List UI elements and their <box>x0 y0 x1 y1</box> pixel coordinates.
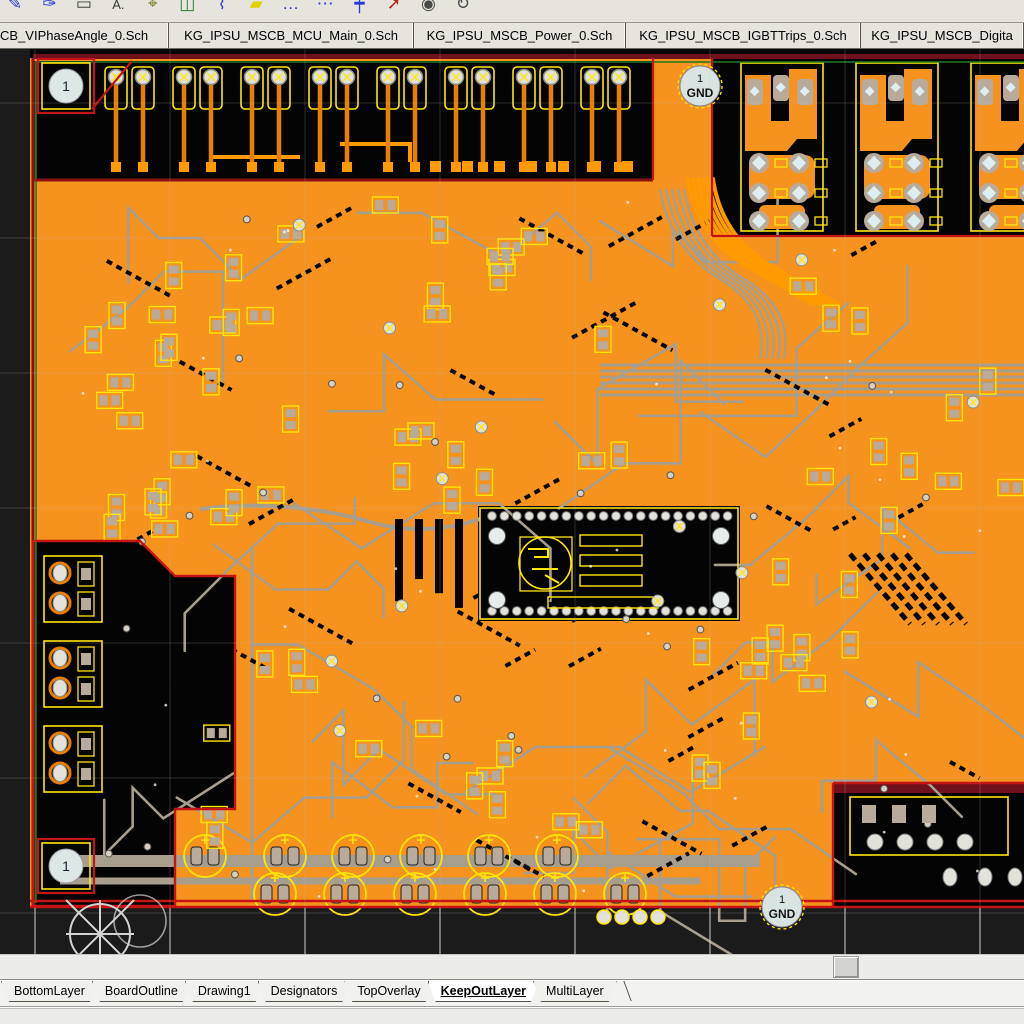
part-icon[interactable]: ◫ <box>179 0 196 13</box>
layer-tabbar: BottomLayer BoardOutline Drawing1 Design… <box>0 980 1024 1007</box>
tab-mcu-main[interactable]: KG_IPSU_MSCB_MCU_Main_0.Sch <box>169 23 414 48</box>
dip-socket <box>479 507 739 620</box>
highlight-icon[interactable]: ▰ <box>249 0 263 13</box>
scrollbar-thumb[interactable] <box>833 956 859 978</box>
layer-tab-boardoutline[interactable]: BoardOutline <box>92 981 191 1002</box>
layer-tab-drawing1[interactable]: Drawing1 <box>185 981 264 1002</box>
orange-traces <box>210 142 840 306</box>
ellipsis-icon[interactable]: … <box>282 0 300 13</box>
cross-icon[interactable]: ┿ <box>354 0 365 13</box>
hole-designator-top-left: 1 <box>62 78 70 94</box>
document-tabbar: CB_VIPhaseAngle_0.Sch KG_IPSU_MSCB_MCU_M… <box>0 23 1024 49</box>
tab-power[interactable]: KG_IPSU_MSCB_Power_0.Sch <box>414 23 626 48</box>
tab-digital[interactable]: KG_IPSU_MSCB_Digita <box>861 23 1024 48</box>
gnd-pad-bottom-pin: 1 <box>779 894 785 906</box>
measure-icon[interactable]: ⌖ <box>148 0 158 13</box>
horizontal-scrollbar[interactable] <box>0 954 1024 980</box>
tab-viphaseangle[interactable]: CB_VIPhaseAngle_0.Sch <box>0 23 169 48</box>
layer-tab-bottomlayer[interactable]: BottomLayer <box>1 981 98 1002</box>
annotate-icon[interactable]: A. <box>112 0 125 12</box>
clearance-dashes <box>52 173 1024 882</box>
gnd-pad-top-pin: 1 <box>697 73 703 85</box>
dots-icon[interactable]: ⋯ <box>316 0 334 13</box>
origin-crosshair <box>65 894 167 954</box>
tab-igbttrips[interactable]: KG_IPSU_MSCB_IGBTTrips_0.Sch <box>626 23 861 48</box>
sheet-icon[interactable]: ▭ <box>75 0 92 13</box>
toolbar-icons: ✎ ✑ ▭ A. ⌖ ◫ ⌇ ▰ … ⋯ ┿ ➚ ◉ ↻ <box>0 0 478 18</box>
layer-tab-multilayer[interactable]: MultiLayer <box>533 981 617 1002</box>
rotate-icon[interactable]: ↻ <box>455 0 471 13</box>
main-toolbar: ✎ ✑ ▭ A. ⌖ ◫ ⌇ ▰ … ⋯ ┿ ➚ ◉ ↻ <box>0 0 1024 23</box>
gnd-pad-top-net: GND <box>687 86 714 100</box>
layer-tab-designators[interactable]: Designators <box>258 981 351 1002</box>
grid-overlay <box>0 49 1024 954</box>
gnd-pad-bottom-net: GND <box>769 907 796 921</box>
brush-icon[interactable]: ✑ <box>42 0 57 13</box>
pen-icon[interactable]: ✎ <box>7 0 23 13</box>
vias-and-pads <box>81 200 1023 925</box>
probe-icon[interactable]: ➚ <box>386 0 402 13</box>
layer-tab-keepoutlayer[interactable]: KeepOutLayer <box>428 981 539 1002</box>
info-icon[interactable]: ◉ <box>421 0 436 13</box>
layer-tab-topoverlay[interactable]: TopOverlay <box>344 981 433 1002</box>
layer-tab-end-slash <box>609 981 632 1001</box>
hole-designator-bottom-left: 1 <box>62 858 70 874</box>
wire-icon[interactable]: ⌇ <box>217 0 226 13</box>
status-bar <box>0 1007 1024 1024</box>
